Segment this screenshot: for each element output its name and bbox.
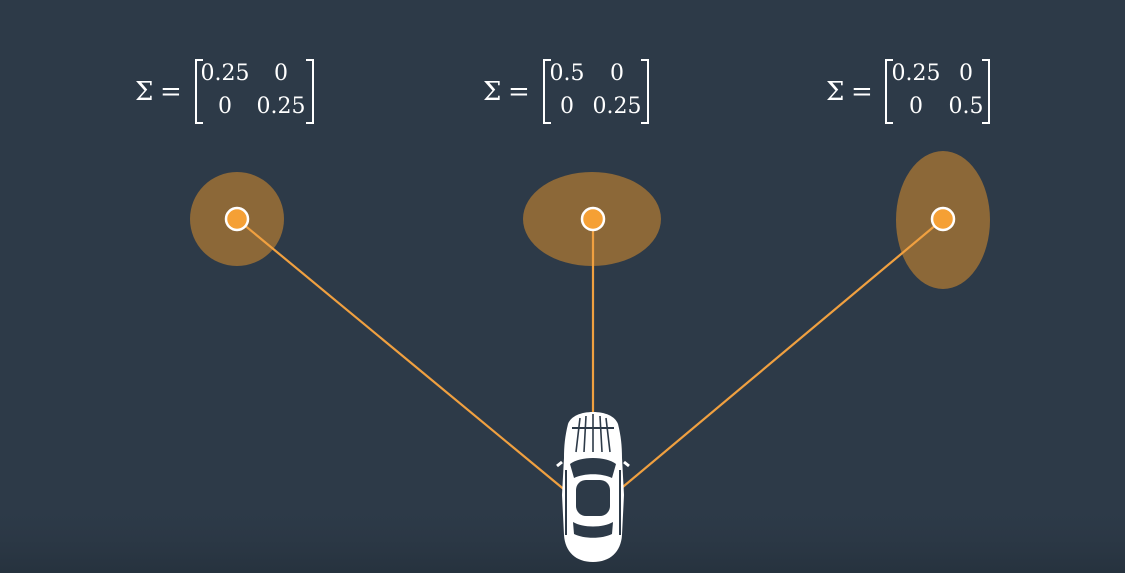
covariance-label-middle: Σ = 0.5 0 0 0.25 (483, 59, 649, 124)
left-bracket (885, 59, 893, 124)
matrix-entry-r1c1: 0.25 (892, 61, 941, 86)
covariance-label-left: Σ = 0.25 0 0 0.25 (135, 59, 314, 124)
left-bracket (195, 59, 203, 124)
landmark-point-middle (580, 206, 606, 232)
car-hood-grooves (575, 414, 611, 453)
measurement-line-left (236, 218, 567, 492)
right-bracket (306, 59, 314, 124)
sigma-symbol: Σ (135, 77, 153, 107)
sigma-symbol: Σ (826, 77, 844, 107)
matrix-entry-r2c1: 0 (560, 94, 574, 119)
matrix-entry-r1c2: 0 (610, 61, 624, 86)
matrix-entry-r1c2: 0 (959, 61, 973, 86)
equals-sign: = (160, 77, 182, 107)
covariance-label-right: Σ = 0.25 0 0 0.5 (826, 59, 990, 124)
landmark-point-right (930, 206, 956, 232)
matrix-entry-r1c2: 0 (274, 61, 288, 86)
matrix-entry-r1c1: 0.5 (550, 61, 585, 86)
car-windshield (570, 458, 616, 478)
measurement-line-right (617, 218, 944, 492)
bottom-vignette (0, 500, 1125, 573)
equals-sign: = (508, 77, 530, 107)
matrix-entry-r2c2: 0.25 (593, 94, 642, 119)
car-roof (576, 480, 610, 516)
matrix-entry-r2c1: 0 (218, 94, 232, 119)
car-mirrors (556, 460, 630, 468)
matrix-entry-r1c1: 0.25 (201, 61, 250, 86)
matrix-entry-r2c2: 0.25 (257, 94, 306, 119)
car-top-view-icon (556, 412, 630, 562)
sigma-symbol: Σ (483, 77, 501, 107)
left-bracket (543, 59, 551, 124)
right-bracket (641, 59, 649, 124)
equals-sign: = (851, 77, 873, 107)
right-bracket (982, 59, 990, 124)
matrix-entry-r2c1: 0 (909, 94, 923, 119)
car-side-lines (565, 470, 621, 535)
matrix-entry-r2c2: 0.5 (949, 94, 984, 119)
car-rear-window (573, 522, 613, 538)
landmark-point-left (224, 206, 250, 232)
